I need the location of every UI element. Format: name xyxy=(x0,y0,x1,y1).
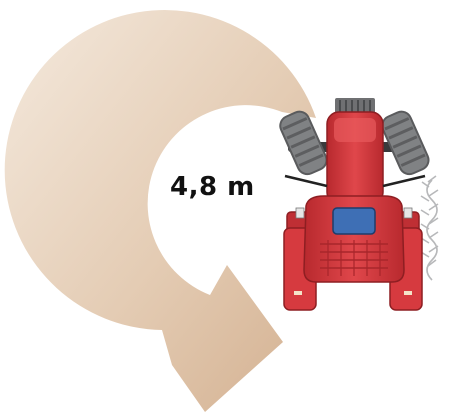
rear-right-tyre xyxy=(381,110,430,176)
tractor-top-view-icon xyxy=(279,98,430,311)
curved-arrow-icon xyxy=(4,10,317,413)
turning-radius-label: 4,8 m xyxy=(170,172,255,202)
rear-left-tyre xyxy=(279,110,328,176)
tyre-track-icon xyxy=(420,175,439,281)
